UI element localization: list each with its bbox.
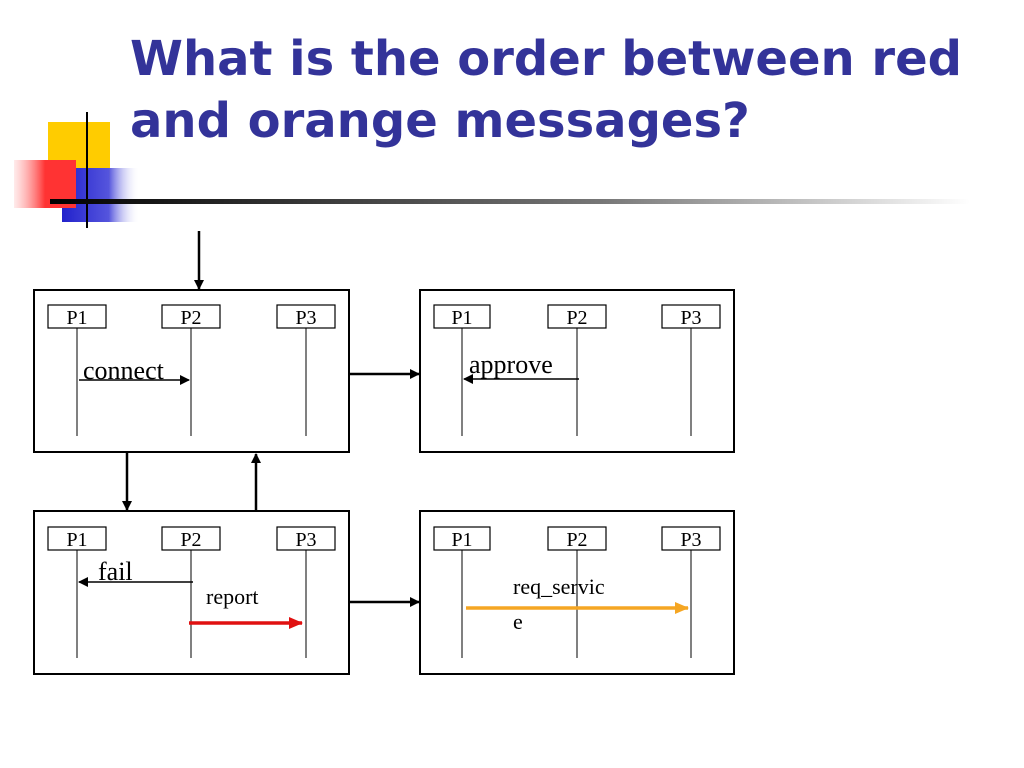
state-box-top-right: P1 P2 P3 approve [419, 289, 735, 453]
state-box-top-left: P1 P2 P3 connect [33, 289, 350, 453]
slide-title-line-1: What is the order between red [130, 31, 963, 87]
process-label-p1: P1 [451, 529, 472, 551]
process-label-p2: P2 [566, 529, 587, 551]
message-req-service-label-line-2: e [513, 609, 523, 634]
slide-title: What is the order between red and orange… [130, 28, 990, 152]
message-req-service-label-line-1: req_servic [513, 574, 605, 599]
message-fail-label: fail [98, 557, 133, 586]
process-label-p3: P3 [680, 307, 701, 329]
state-box-bottom-right: P1 P2 P3 req_servic e [419, 510, 735, 675]
process-label-p2: P2 [180, 307, 201, 329]
process-label-p1: P1 [451, 307, 472, 329]
process-label-p3: P3 [680, 529, 701, 551]
slide-title-line-2: and orange messages? [130, 93, 750, 149]
process-label-p3: P3 [295, 307, 316, 329]
process-label-p1: P1 [66, 307, 87, 329]
process-label-p1: P1 [66, 529, 87, 551]
process-label-p3: P3 [295, 529, 316, 551]
message-report-label: report [206, 584, 259, 609]
state-box-bottom-left: P1 P2 P3 fail report [33, 510, 350, 675]
process-label-p2: P2 [566, 307, 587, 329]
process-label-p2: P2 [180, 529, 201, 551]
message-approve-label: approve [469, 350, 553, 379]
message-connect-label: connect [83, 356, 165, 385]
